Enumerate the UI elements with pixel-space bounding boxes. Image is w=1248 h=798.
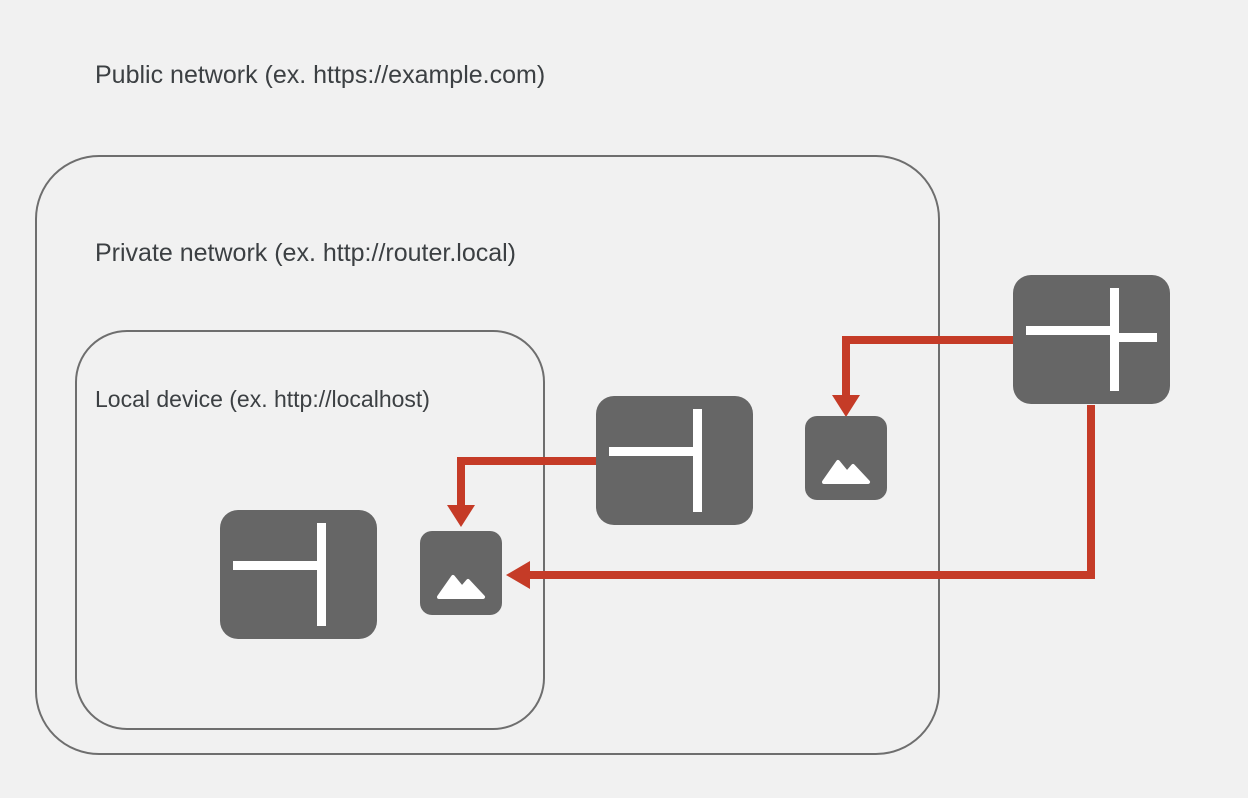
private-network-label: Private network (ex. http://router.local… xyxy=(95,239,517,267)
public-network-label: Public network (ex. https://example.com) xyxy=(95,61,546,89)
browser-window-icon-private xyxy=(596,396,753,525)
browser-window-icon-local xyxy=(220,510,377,639)
mountain-glyph xyxy=(437,575,485,599)
browser-window-icon-public xyxy=(1013,275,1170,404)
browser-icon-divider xyxy=(317,523,326,626)
image-resource-icon-private xyxy=(805,416,887,500)
local-device-label: Local device (ex. http://localhost) xyxy=(95,386,430,412)
image-resource-icon-local xyxy=(420,531,502,615)
browser-icon-divider xyxy=(693,409,702,512)
browser-icon-divider xyxy=(1119,333,1157,342)
browser-icon-divider xyxy=(1026,326,1110,335)
browser-icon-divider xyxy=(233,561,317,570)
browser-icon-divider xyxy=(609,447,693,456)
browser-icon-divider xyxy=(1110,288,1119,391)
mountain-glyph xyxy=(822,460,870,484)
